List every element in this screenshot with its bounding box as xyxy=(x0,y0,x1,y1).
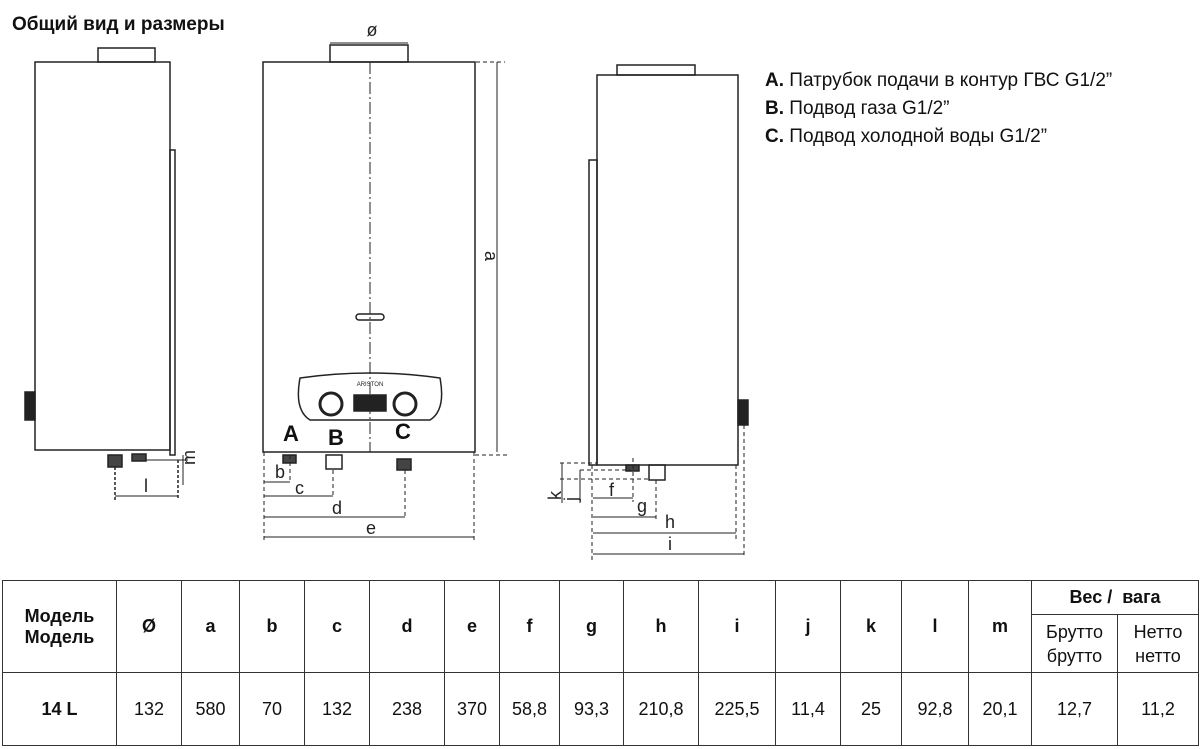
gross-header: Брутто брутто xyxy=(1031,614,1118,673)
col-header: g xyxy=(559,580,624,673)
col-header: f xyxy=(499,580,560,673)
value-cell: 580 xyxy=(181,672,240,746)
connector-C xyxy=(396,458,412,471)
legend-text: Подвод холодной воды G1/2” xyxy=(789,126,1048,147)
front-view: ø ARISTON A B C xyxy=(262,20,510,540)
value-cell: 70 xyxy=(239,672,305,746)
label-i: i xyxy=(668,534,672,554)
value-cell: 58,8 xyxy=(499,672,560,746)
col-header: d xyxy=(369,580,445,673)
model-header-line: Модель xyxy=(24,626,95,647)
label-C: C xyxy=(395,419,411,444)
value-cell: 370 xyxy=(444,672,500,746)
label-a: a xyxy=(481,251,501,262)
right-body xyxy=(596,74,739,466)
value-cell: 132 xyxy=(116,672,182,746)
subheader-row: Брутто брутто Нетто нетто xyxy=(3,614,1200,673)
knob xyxy=(24,391,36,421)
net-header: Нетто нетто xyxy=(1116,614,1200,673)
label-c: c xyxy=(295,478,304,498)
label-h: h xyxy=(665,512,675,532)
table-row: 14 L 132 580 70 132 238 370 58,8 93,3 21… xyxy=(2,672,1200,746)
legend-text: Патрубок подачи в контур ГВС G1/2” xyxy=(789,70,1113,91)
weight-header: Вес / вага xyxy=(1030,580,1200,615)
col-header: c xyxy=(304,580,370,673)
page-title: Общий вид и размеры xyxy=(12,14,225,35)
legend-key: A. xyxy=(765,70,784,91)
connector xyxy=(648,464,666,481)
label-diameter: ø xyxy=(367,20,378,40)
col-header: h xyxy=(623,580,699,673)
gross-line: брутто xyxy=(1046,645,1103,666)
value-cell: 25 xyxy=(840,672,902,746)
knob-left xyxy=(318,391,344,417)
label-e: e xyxy=(366,518,376,538)
dimension-drawing: l m ø ARISTON A B C xyxy=(24,20,749,560)
legend-item-B: B. Подвод газа G1/2” xyxy=(765,98,950,120)
legend-item-A: A. Патрубок подачи в контур ГВС G1/2” xyxy=(765,70,1112,92)
left-body xyxy=(34,61,171,451)
knob-right xyxy=(392,391,418,417)
label-l: l xyxy=(144,476,148,496)
col-header: k xyxy=(840,580,902,673)
connector xyxy=(107,454,123,468)
brand-logo: ARISTON xyxy=(357,382,384,388)
legend-item-C: C. Подвод холодной воды G1/2” xyxy=(765,126,1047,148)
col-header: m xyxy=(968,580,1032,673)
label-A: A xyxy=(283,421,299,446)
top-pipe xyxy=(616,64,696,76)
value-cell: 238 xyxy=(369,672,445,746)
legend-key: C. xyxy=(765,126,784,147)
label-f: f xyxy=(609,480,615,500)
label-B: B xyxy=(328,425,344,450)
front-body xyxy=(262,61,476,453)
model-cell: 14 L xyxy=(2,672,117,746)
value-cell: 92,8 xyxy=(901,672,969,746)
right-view: f g h i j k xyxy=(545,64,749,560)
col-header: a xyxy=(181,580,240,673)
window-slot xyxy=(355,313,385,321)
legend-key: B. xyxy=(765,98,784,119)
model-header-line: Модель xyxy=(24,605,95,626)
col-header: Ø xyxy=(116,580,182,673)
col-header: j xyxy=(775,580,841,673)
value-cell: 11,2 xyxy=(1116,672,1200,746)
gross-line: Брутто xyxy=(1046,621,1103,642)
net-line: Нетто xyxy=(1133,621,1183,642)
value-cell: 12,7 xyxy=(1031,672,1118,746)
label-d: d xyxy=(332,498,342,518)
connector-B xyxy=(325,454,343,470)
control-panel xyxy=(297,372,443,421)
label-m: m xyxy=(179,450,199,465)
col-header: e xyxy=(444,580,500,673)
label-b: b xyxy=(275,462,285,482)
label-k: k xyxy=(545,490,565,500)
label-j: j xyxy=(561,497,581,502)
top-pipe xyxy=(97,47,156,63)
display xyxy=(353,394,387,412)
col-header: l xyxy=(901,580,969,673)
col-header: b xyxy=(239,580,305,673)
value-cell: 225,5 xyxy=(698,672,776,746)
label-g: g xyxy=(637,496,647,516)
left-view: l m xyxy=(24,47,199,500)
knob xyxy=(737,399,749,426)
value-cell: 210,8 xyxy=(623,672,699,746)
connector xyxy=(131,453,147,462)
value-cell: 93,3 xyxy=(559,672,624,746)
net-line: нетто xyxy=(1135,645,1181,666)
col-header: i xyxy=(698,580,776,673)
wall-plate xyxy=(588,159,598,466)
value-cell: 132 xyxy=(304,672,370,746)
legend-text: Подвод газа G1/2” xyxy=(789,98,950,119)
flue-pipe xyxy=(329,44,409,63)
wall-plate xyxy=(169,149,176,456)
value-cell: 11,4 xyxy=(775,672,841,746)
value-cell: 20,1 xyxy=(968,672,1032,746)
